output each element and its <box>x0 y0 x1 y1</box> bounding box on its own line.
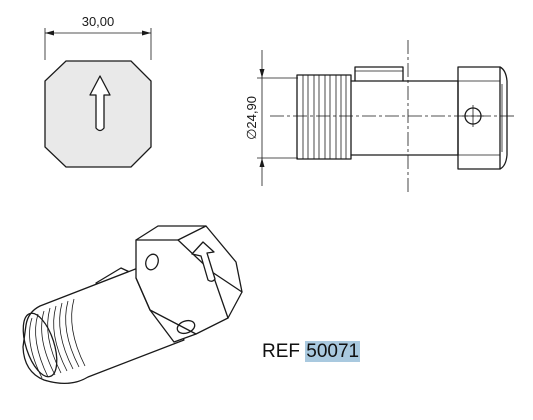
threaded-section <box>296 74 352 160</box>
thread-lines <box>302 75 347 159</box>
iso-arrow-icon <box>191 241 216 282</box>
diameter-dimension-label: ∅24,90 <box>244 96 259 140</box>
iso-small-hole-left <box>145 253 159 271</box>
iso-cross-hole <box>176 319 196 335</box>
side-view: ∅24,90 <box>244 40 515 192</box>
hex-head <box>457 66 501 170</box>
isometric-view <box>22 225 243 384</box>
reference-number[interactable]: 50071 <box>305 341 361 362</box>
iso-hex-lower-edge <box>135 277 197 335</box>
diameter-arrowhead-top <box>259 69 265 78</box>
reference-prefix: REF <box>262 341 300 362</box>
dim-arrowhead-left <box>45 30 54 36</box>
hex-head-end <box>499 66 508 170</box>
reference-label: REF 50071 <box>262 339 361 365</box>
iso-thread-end-face <box>22 312 58 378</box>
diameter-arrowhead-bottom <box>259 158 265 167</box>
dim-arrowhead-right <box>142 30 151 36</box>
up-arrow-icon <box>89 75 111 132</box>
key-tab <box>354 66 404 82</box>
width-dimension-label: 30,00 <box>82 14 115 29</box>
smooth-body <box>350 80 459 156</box>
front-view: 30,00 <box>44 14 152 168</box>
iso-hex-corner-edge <box>211 271 243 293</box>
